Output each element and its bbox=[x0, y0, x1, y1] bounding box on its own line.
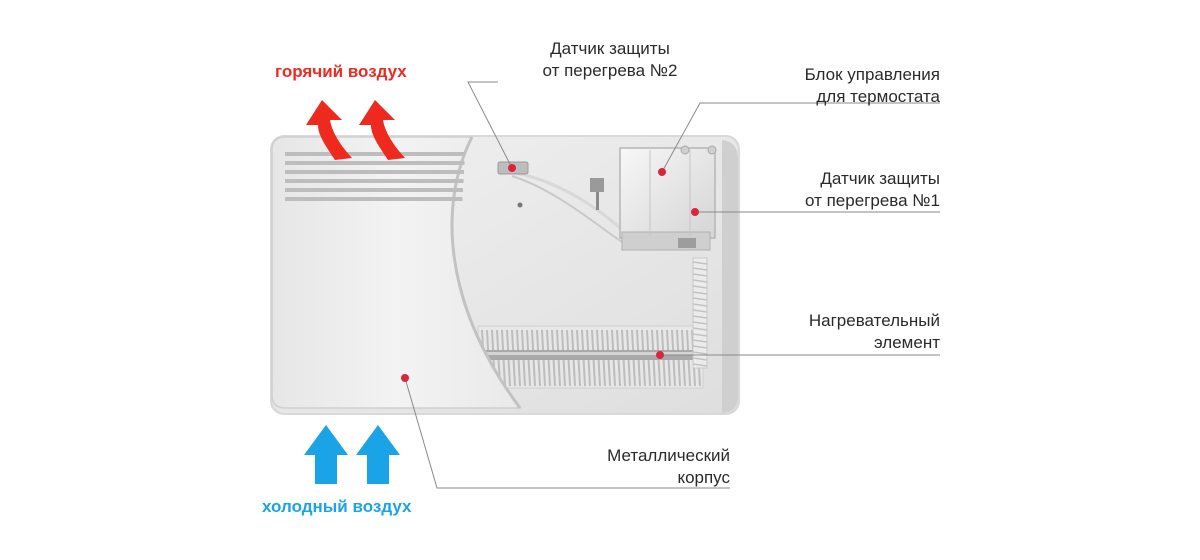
label-control-block: Блок управления для термостата bbox=[740, 64, 940, 108]
label-casing-line2: корпус bbox=[677, 468, 730, 487]
louver-slot bbox=[285, 152, 465, 156]
coil-ring bbox=[692, 303, 708, 307]
label-sensor-1-line2: от перегрева №1 bbox=[805, 191, 940, 210]
coil-ring bbox=[692, 261, 708, 265]
leader-control bbox=[661, 102, 940, 173]
coil-ring bbox=[692, 273, 708, 277]
leader-sensor2 bbox=[467, 81, 513, 169]
mount-bolt bbox=[596, 192, 599, 210]
hot-arrow-icon bbox=[359, 100, 405, 160]
label-casing-line1: Металлический bbox=[607, 446, 730, 465]
label-control-line1: Блок управления bbox=[804, 65, 940, 84]
label-sensor-2-line2: от перегрева №2 bbox=[542, 61, 678, 80]
louver-slot bbox=[285, 161, 465, 165]
coil-ring bbox=[692, 267, 708, 271]
wire-1 bbox=[509, 170, 626, 234]
mount-bracket bbox=[590, 178, 604, 192]
cold-arrow-icon bbox=[304, 425, 348, 484]
air-vent-louvers bbox=[285, 152, 465, 201]
cold-air-arrows bbox=[304, 425, 400, 484]
label-sensor-2-line1: Датчик защиты bbox=[550, 39, 670, 58]
coil-ring bbox=[692, 309, 708, 313]
leader-casing bbox=[404, 377, 730, 489]
hot-arrow-icon bbox=[306, 100, 352, 160]
louver-slot bbox=[285, 179, 464, 183]
coil-ring bbox=[692, 315, 708, 319]
coil-ring bbox=[692, 363, 708, 367]
label-metal-casing: Металлический корпус bbox=[530, 445, 730, 489]
coil-ring bbox=[692, 297, 708, 301]
louver-slot bbox=[285, 170, 464, 174]
marker-sensor1 bbox=[691, 208, 699, 216]
louver-slot bbox=[285, 188, 463, 192]
label-sensor-2: Датчик защиты от перегрева №2 bbox=[505, 38, 715, 82]
hot-air-label: горячий воздух bbox=[275, 62, 407, 81]
marker-sensor2 bbox=[508, 164, 516, 172]
coil-ring bbox=[692, 285, 708, 289]
coil-ring bbox=[692, 333, 708, 337]
cutaway-interior bbox=[477, 145, 717, 389]
louver-slot bbox=[285, 197, 463, 201]
label-sensor-1-line1: Датчик защиты bbox=[820, 169, 940, 188]
coil-ring bbox=[692, 321, 708, 325]
label-heater-line2: элемент bbox=[874, 333, 940, 352]
marker-casing bbox=[401, 374, 409, 382]
callout-markers bbox=[401, 164, 699, 382]
coil-ring bbox=[692, 327, 708, 331]
coil-ring bbox=[692, 339, 708, 343]
coil-ring bbox=[692, 345, 708, 349]
label-control-line2: для термостата bbox=[816, 87, 940, 106]
label-sensor-1: Датчик защиты от перегрева №1 bbox=[740, 168, 940, 212]
leader-lines bbox=[404, 81, 940, 489]
cold-air-label: холодный воздух bbox=[262, 497, 412, 516]
body-side-edge bbox=[722, 140, 738, 413]
marker-control bbox=[658, 168, 666, 176]
label-heating-element: Нагревательный элемент bbox=[740, 310, 940, 354]
screw bbox=[517, 202, 523, 208]
marker-heater bbox=[656, 351, 664, 359]
coil-ring bbox=[692, 291, 708, 295]
heating-element bbox=[477, 257, 708, 389]
hot-air-arrows bbox=[306, 100, 405, 160]
label-heater-line1: Нагревательный bbox=[808, 311, 940, 330]
coil-ring bbox=[692, 357, 708, 361]
coil-ring bbox=[692, 279, 708, 283]
coil-ring bbox=[692, 351, 708, 355]
wire-2 bbox=[511, 175, 623, 243]
cold-arrow-icon bbox=[356, 425, 400, 484]
